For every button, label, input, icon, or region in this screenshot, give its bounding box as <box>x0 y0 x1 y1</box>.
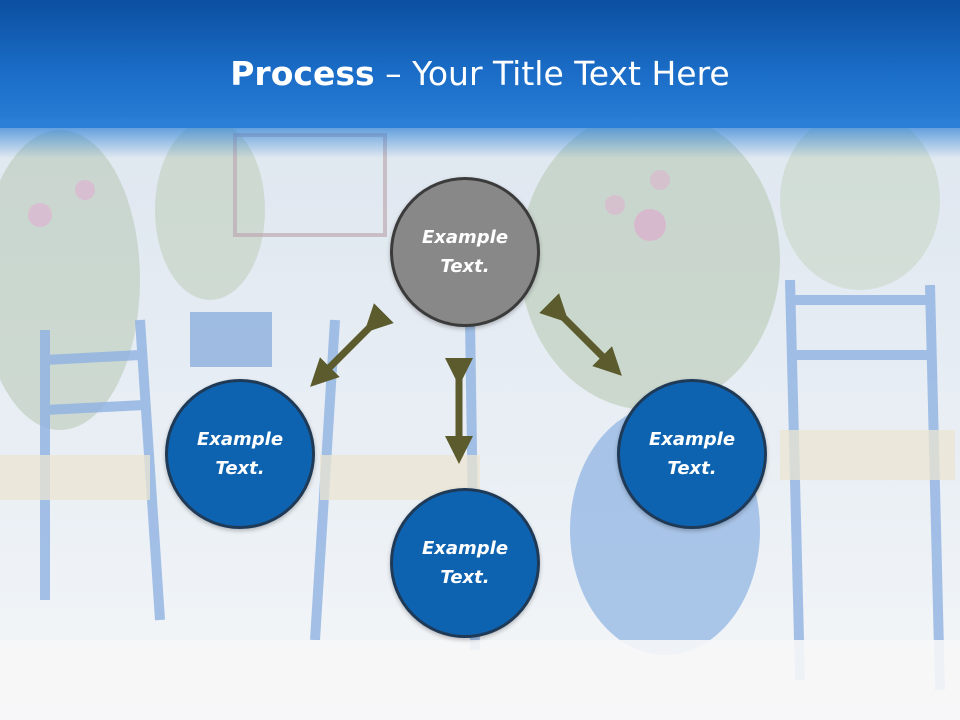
title-bar-fade <box>0 118 960 158</box>
title-bar <box>0 0 960 128</box>
slide-title-rest: – Your Title Text Here <box>374 54 730 93</box>
process-node-top[interactable]: Example Text. <box>390 177 540 327</box>
process-node-right[interactable]: Example Text. <box>617 379 767 529</box>
slide-title: Process – Your Title Text Here <box>0 52 960 96</box>
slide-title-bold: Process <box>230 54 375 93</box>
process-node-left[interactable]: Example Text. <box>165 379 315 529</box>
node-label: Example Text. <box>421 227 509 277</box>
node-label: Example Text. <box>421 538 509 588</box>
node-label: Example Text. <box>196 429 284 479</box>
node-label: Example Text. <box>648 429 736 479</box>
process-node-bottom[interactable]: Example Text. <box>390 488 540 638</box>
